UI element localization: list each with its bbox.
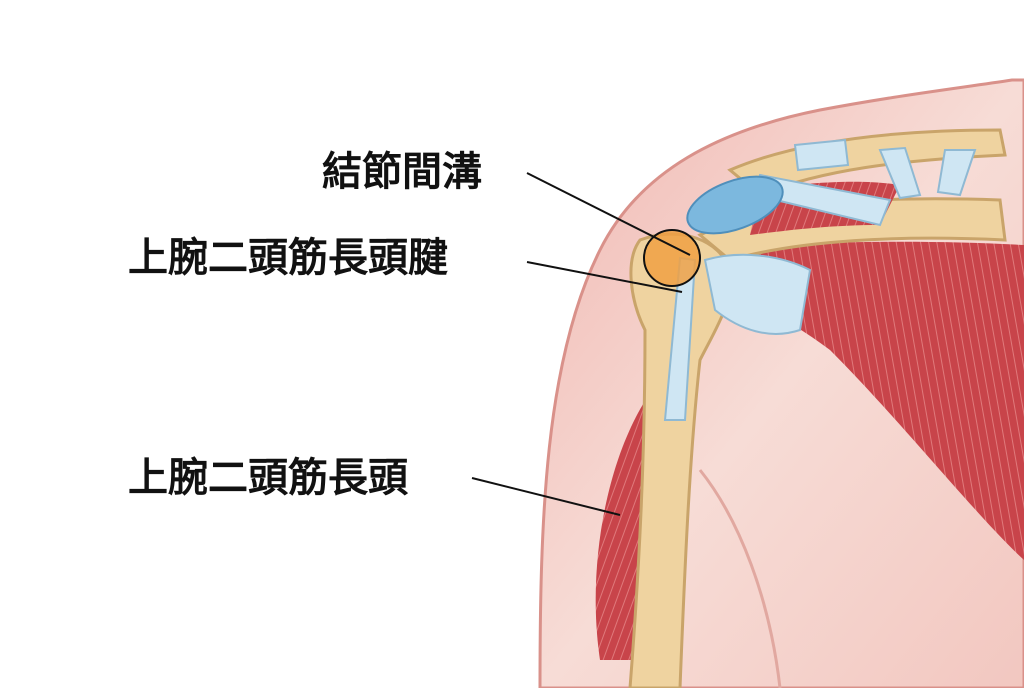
ligament (878, 146, 922, 200)
leader-line-tendon (526, 261, 683, 293)
label-biceps-long-head: 上腕二頭筋長頭 (128, 455, 408, 501)
ligament (793, 138, 850, 172)
ligament (936, 149, 977, 197)
leader-line-groove (526, 172, 691, 256)
intertubercular-groove-highlight (643, 229, 701, 287)
leader-line-long-head (471, 477, 621, 516)
label-biceps-long-head-tendon: 上腕二頭筋長頭腱 (128, 235, 448, 281)
label-intertubercular-groove: 結節間溝 (322, 149, 482, 195)
cartilage-disc (686, 175, 784, 235)
armpit-fold (698, 469, 782, 688)
subscapularis-tendon (703, 253, 812, 335)
